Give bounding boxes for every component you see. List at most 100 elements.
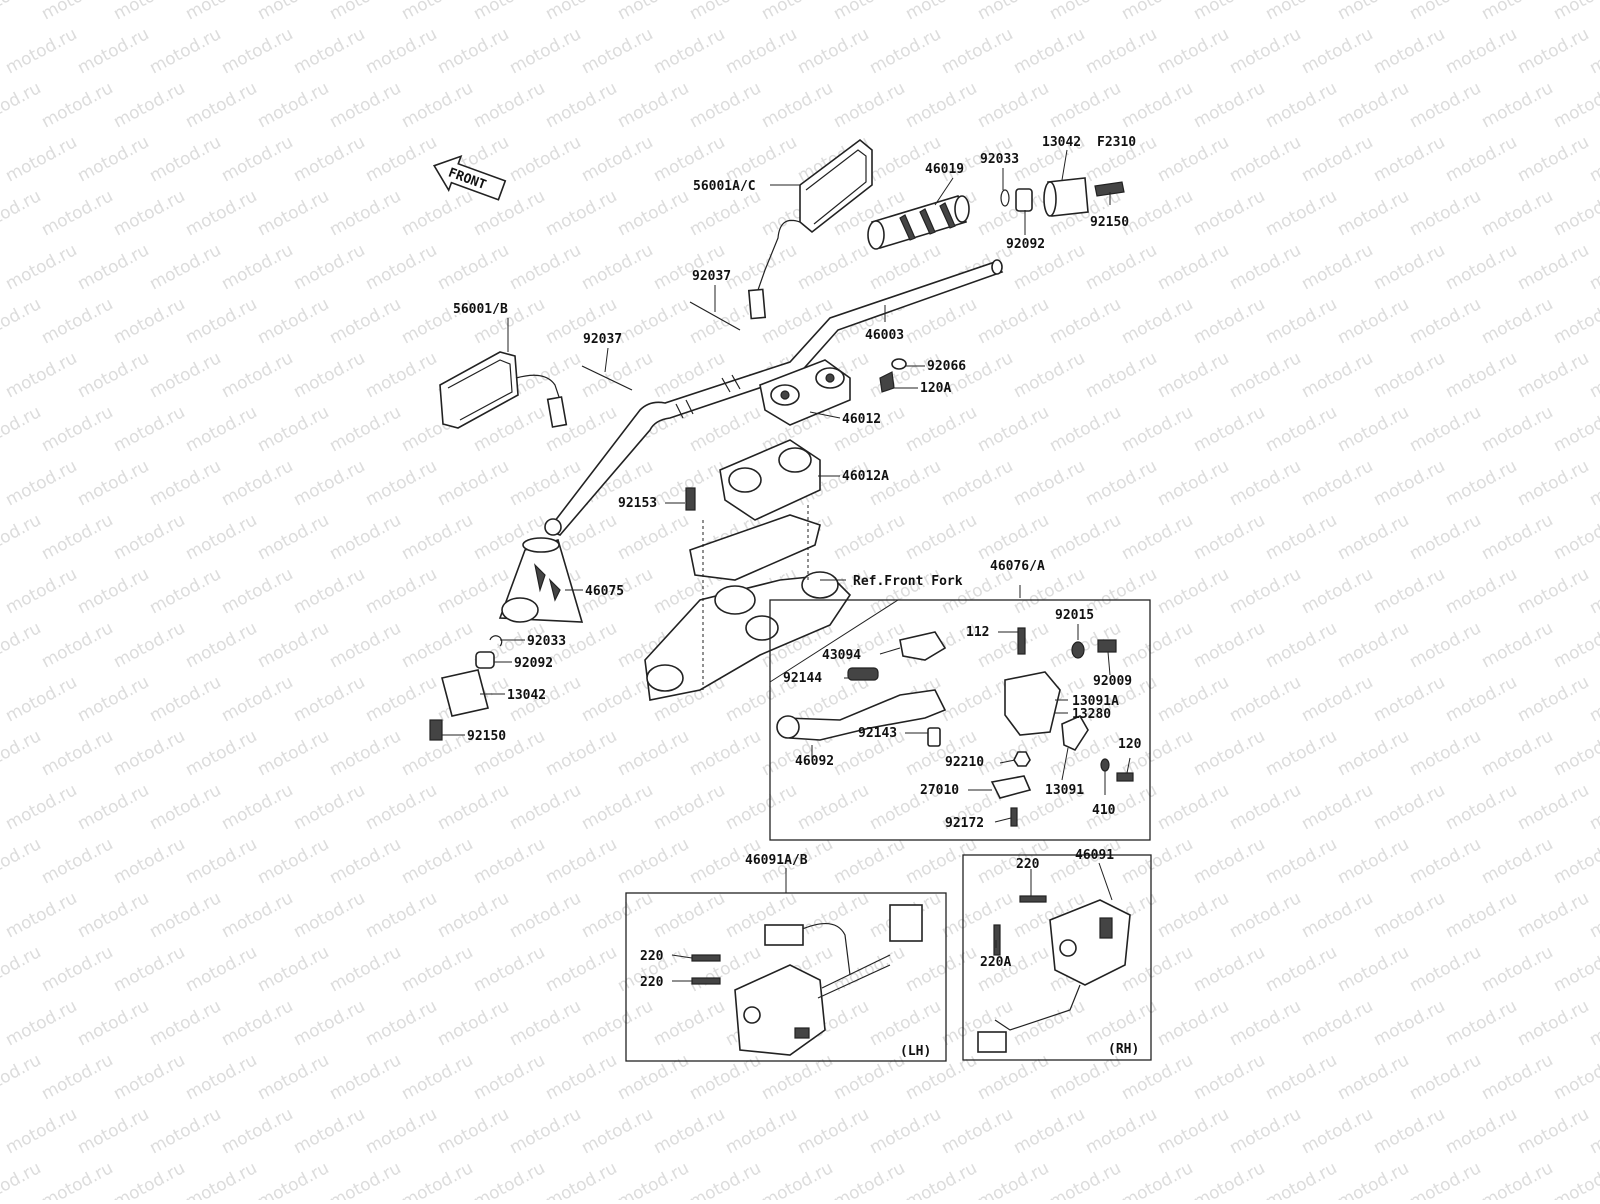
- watermark-text: motod.ru: [326, 1050, 404, 1104]
- watermark-text: motod.ru: [2, 888, 80, 942]
- watermark-text: motod.ru: [1406, 1050, 1484, 1104]
- watermark-text: motod.ru: [38, 942, 116, 996]
- watermark-text: motod.ru: [1154, 996, 1232, 1050]
- watermark-text: motod.ru: [1550, 186, 1600, 240]
- watermark-text: motod.ru: [110, 1158, 188, 1200]
- label-92015: 92015: [1055, 608, 1094, 623]
- watermark-text: motod.ru: [542, 942, 620, 996]
- watermark-text: motod.ru: [1118, 726, 1196, 780]
- watermark-text: motod.ru: [0, 1158, 45, 1200]
- watermark-text: motod.ru: [182, 1158, 260, 1200]
- label-92033-rh: 92033: [980, 152, 1019, 167]
- watermark-text: motod.ru: [650, 240, 728, 294]
- watermark-text: motod.ru: [1226, 996, 1304, 1050]
- watermark-text: motod.ru: [1370, 348, 1448, 402]
- watermark-text: motod.ru: [1406, 1158, 1484, 1200]
- grip-right: [867, 195, 970, 250]
- watermark-text: motod.ru: [1262, 726, 1340, 780]
- watermark-text: motod.ru: [362, 564, 440, 618]
- circlip-right: [1000, 189, 1010, 207]
- watermark-text: motod.ru: [974, 726, 1052, 780]
- label-92092-rh: 92092: [1006, 237, 1045, 252]
- watermark-text: motod.ru: [2, 348, 80, 402]
- watermark-text: motod.ru: [902, 78, 980, 132]
- watermark-text: motod.ru: [1226, 132, 1304, 186]
- watermark-text: motod.ru: [686, 186, 764, 240]
- label-46091: 46091: [1075, 848, 1114, 863]
- watermark-text: motod.ru: [182, 726, 260, 780]
- watermark-text: motod.ru: [1262, 942, 1340, 996]
- bolt-92153: [685, 487, 696, 511]
- watermark-text: motod.ru: [686, 402, 764, 456]
- steering-stem-bracket: [644, 514, 852, 701]
- watermark-text: motod.ru: [254, 402, 332, 456]
- grip-left: [498, 537, 584, 623]
- watermark-text: motod.ru: [794, 1104, 872, 1158]
- watermark-text: motod.ru: [506, 240, 584, 294]
- watermark-text: motod.ru: [578, 24, 656, 78]
- watermark-text: motod.ru: [974, 510, 1052, 564]
- leader-lines: [442, 149, 1131, 982]
- watermark-text: motod.ru: [1082, 1104, 1160, 1158]
- watermark-text: motod.ru: [434, 1104, 512, 1158]
- watermark-text: motod.ru: [902, 726, 980, 780]
- watermark-text: motod.ru: [1514, 1104, 1592, 1158]
- watermark-text: motod.ru: [74, 132, 152, 186]
- watermark-text: motod.ru: [434, 996, 512, 1050]
- label-46012a: 46012A: [842, 469, 889, 484]
- watermark-text: motod.ru: [434, 24, 512, 78]
- watermark-text: motod.ru: [542, 1158, 620, 1200]
- watermark-text: motod.ru: [614, 186, 692, 240]
- watermark-text: motod.ru: [614, 294, 692, 348]
- watermark-text: motod.ru: [1046, 294, 1124, 348]
- watermark-text: motod.ru: [1514, 996, 1592, 1050]
- watermark-text: motod.ru: [1586, 564, 1600, 618]
- clamp-92037-a: [689, 301, 741, 331]
- watermark-text: motod.ru: [470, 78, 548, 132]
- watermark-text: motod.ru: [1190, 834, 1268, 888]
- bolt-92150-right: [1094, 181, 1125, 197]
- watermark-text: motod.ru: [1262, 1050, 1340, 1104]
- watermark-text: motod.ru: [1550, 402, 1600, 456]
- watermark-text: motod.ru: [326, 618, 404, 672]
- label-92153: 92153: [618, 496, 657, 511]
- label-46092: 46092: [795, 754, 834, 769]
- label-56001b: 56001/B: [453, 302, 508, 317]
- holder-lower: [719, 439, 821, 521]
- watermark-text: motod.ru: [1550, 834, 1600, 888]
- watermark-text: motod.ru: [1226, 780, 1304, 834]
- watermark-text: motod.ru: [1586, 780, 1600, 834]
- watermark-text: motod.ru: [1550, 1050, 1600, 1104]
- watermark-text: motod.ru: [758, 78, 836, 132]
- watermark-text: motod.ru: [38, 0, 116, 24]
- watermark-text: motod.ru: [74, 348, 152, 402]
- pin-92143: [927, 727, 941, 747]
- watermark-text: motod.ru: [110, 510, 188, 564]
- watermark-text: motod.ru: [1442, 780, 1520, 834]
- watermark-text: motod.ru: [470, 0, 548, 24]
- watermark-text: motod.ru: [254, 834, 332, 888]
- watermark-text: motod.ru: [1082, 348, 1160, 402]
- watermark-text: motod.ru: [1334, 0, 1412, 24]
- watermark-text: motod.ru: [1154, 564, 1232, 618]
- watermark-text: motod.ru: [182, 834, 260, 888]
- watermark-text: motod.ru: [218, 24, 296, 78]
- watermark-text: motod.ru: [866, 564, 944, 618]
- watermark-text: motod.ru: [1154, 780, 1232, 834]
- label-13091: 13091: [1045, 783, 1084, 798]
- watermark-text: motod.ru: [1118, 1050, 1196, 1104]
- label-46012: 46012: [842, 412, 881, 427]
- watermark-text: motod.ru: [1370, 240, 1448, 294]
- watermark-text: motod.ru: [362, 996, 440, 1050]
- washer-410: [1100, 758, 1110, 772]
- connector-rh: [977, 1031, 1007, 1053]
- watermark-text: motod.ru: [146, 132, 224, 186]
- watermark-text: motod.ru: [1046, 510, 1124, 564]
- watermark-text: motod.ru: [830, 510, 908, 564]
- watermark-text: motod.ru: [254, 510, 332, 564]
- circlip-left: [489, 635, 503, 647]
- watermark-text: motod.ru: [1262, 1158, 1340, 1200]
- watermark-text: motod.ru: [290, 132, 368, 186]
- watermark-text: motod.ru: [1442, 672, 1520, 726]
- watermark-text: motod.ru: [326, 402, 404, 456]
